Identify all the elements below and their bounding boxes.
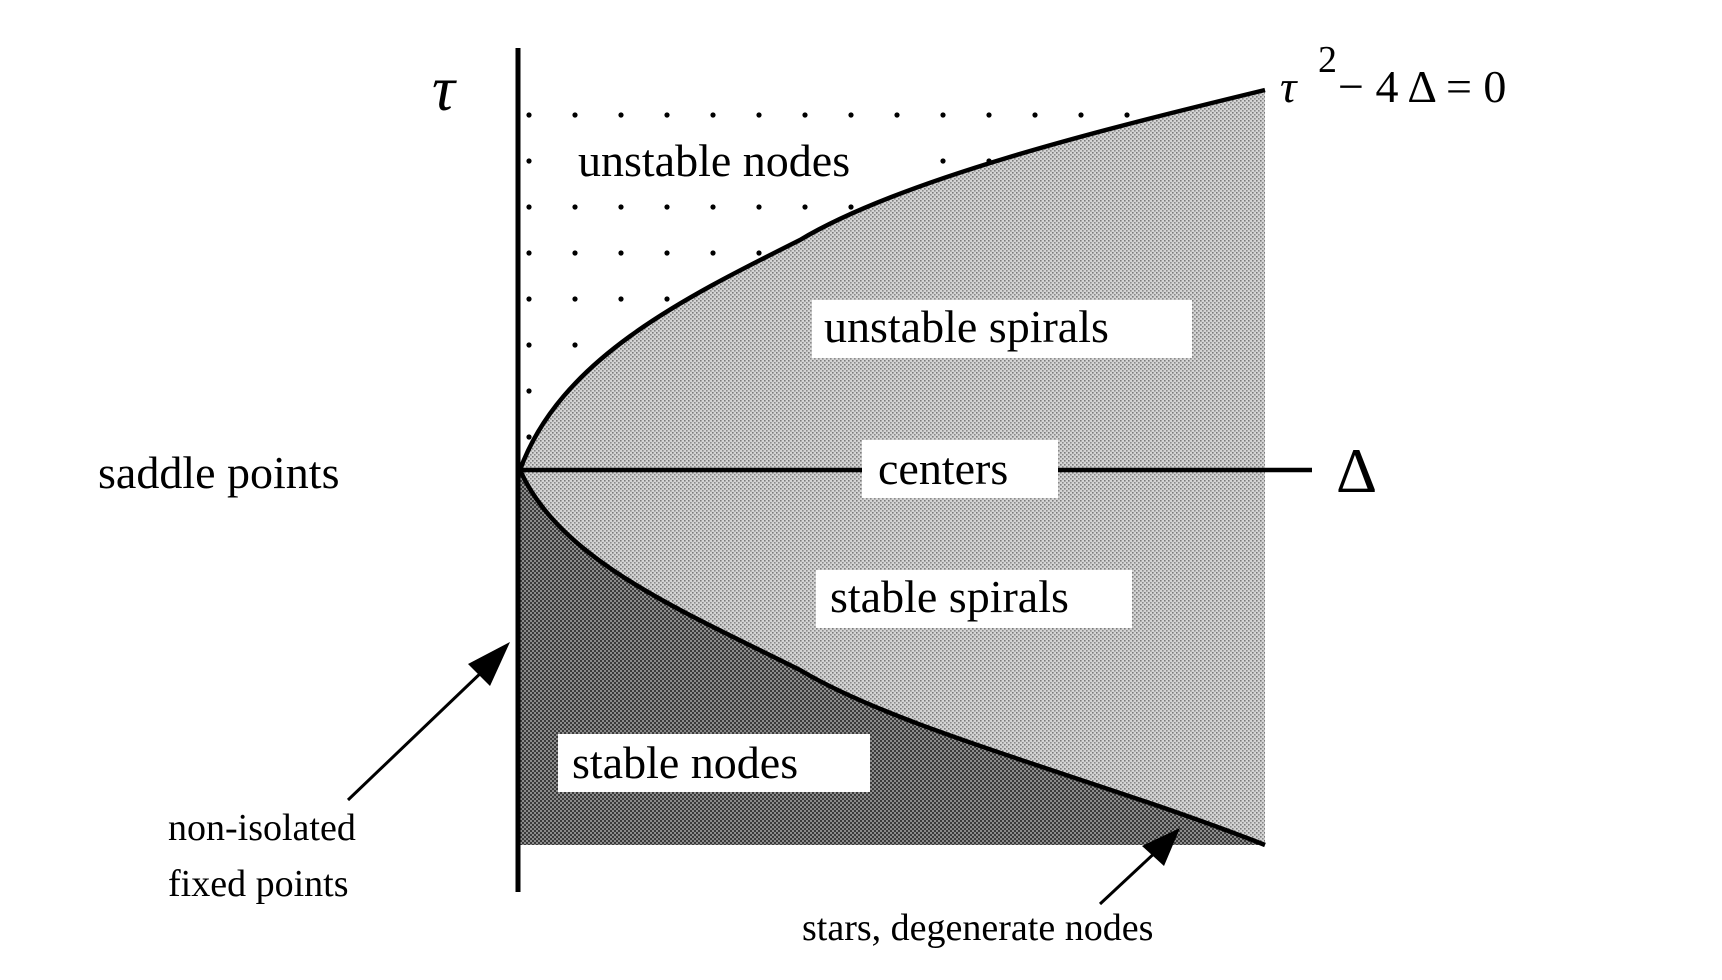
- equation-exponent: 2: [1318, 39, 1337, 81]
- stars-degenerate-label: stars, degenerate nodes: [802, 907, 1153, 949]
- unstable-nodes-label: unstable nodes: [578, 135, 850, 186]
- stars-arrow-shaft: [1098, 846, 1162, 906]
- unstable-spirals-region: [520, 90, 1265, 470]
- curve-equation: τ 2 − 4 Δ = 0: [1280, 39, 1506, 112]
- centers-label: centers: [878, 443, 1008, 494]
- delta-axis-label: Δ: [1336, 435, 1377, 506]
- non-isolated-arrowhead: [468, 642, 510, 686]
- non-isolated-arrow-shaft: [346, 666, 488, 802]
- svg-text:τ: τ: [1280, 61, 1298, 112]
- equation-rest: − 4 Δ = 0: [1338, 61, 1506, 112]
- unstable-spirals-label: unstable spirals: [824, 301, 1109, 352]
- non-isolated-label-line1: non-isolated: [168, 807, 356, 849]
- non-isolated-label-line2: fixed points: [168, 863, 348, 905]
- saddle-points-label: saddle points: [98, 447, 339, 498]
- tau-axis-label: τ: [432, 53, 457, 124]
- stable-spirals-label: stable spirals: [830, 571, 1069, 622]
- stable-nodes-label: stable nodes: [572, 737, 798, 788]
- stars-arrowhead: [1142, 828, 1180, 866]
- stable-spirals-region: [520, 470, 1265, 845]
